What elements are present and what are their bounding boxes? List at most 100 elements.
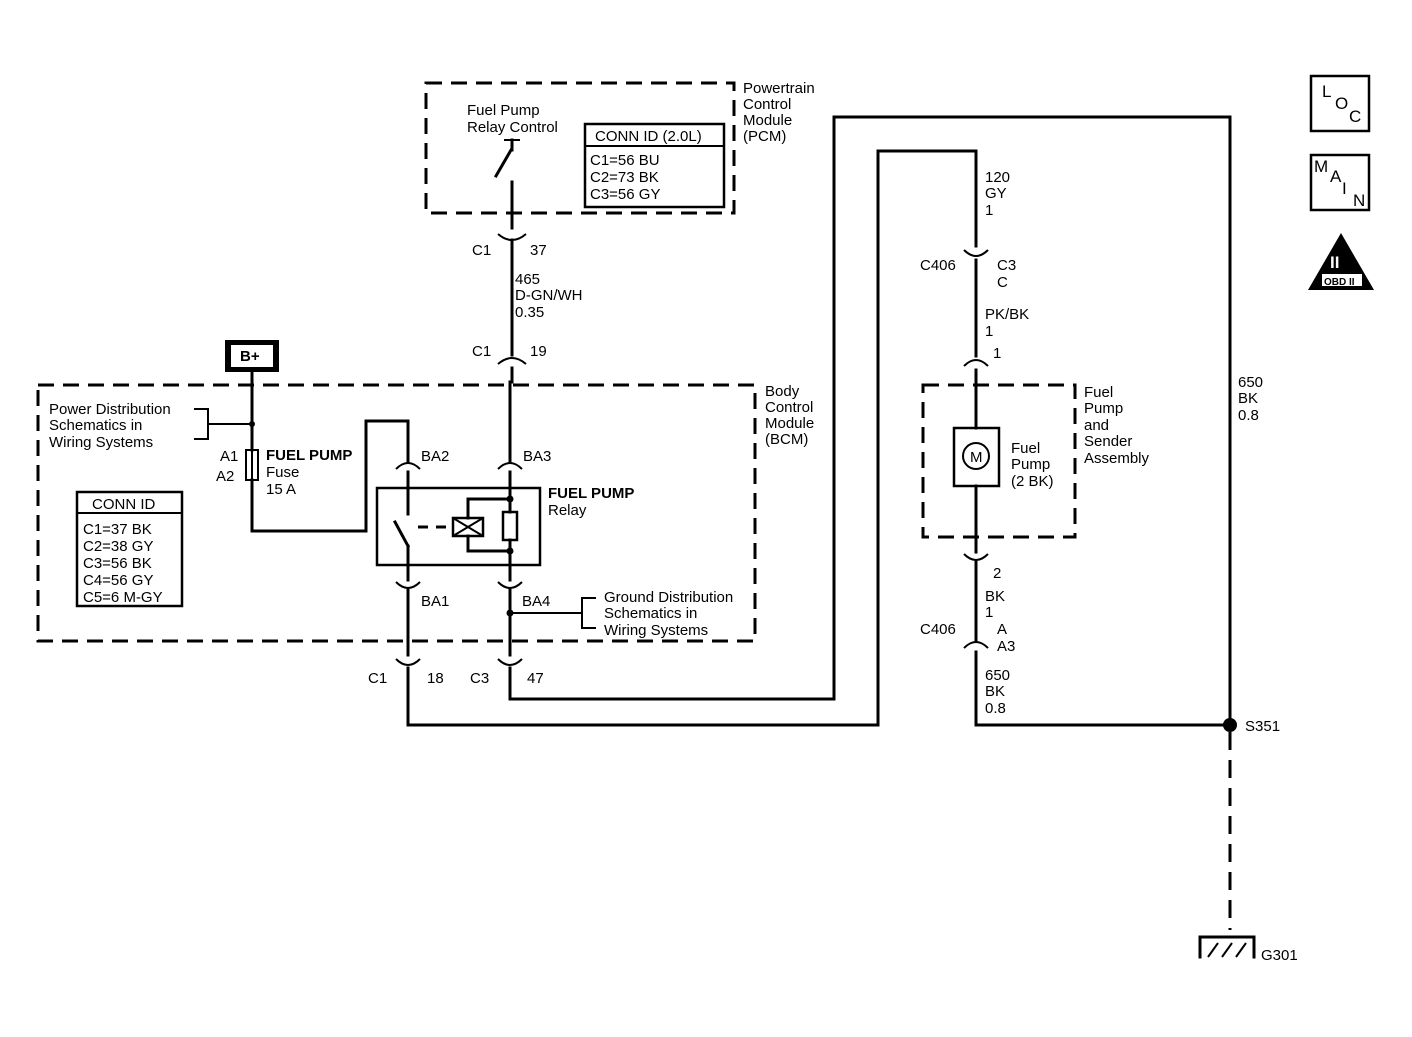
svg-text:CONN ID (2.0L): CONN ID (2.0L) [595,128,702,145]
pcm-name: Powertrain Control Module (PCM) [743,80,815,145]
svg-text:120: 120 [985,169,1010,186]
svg-text:19: 19 [530,343,547,360]
wire-c1-18-pump [406,149,978,727]
fuel-pump-assembly-name: Fuel Pump and Sender Assembly [1084,384,1150,467]
svg-text:BA2: BA2 [421,448,449,465]
svg-text:18: 18 [427,670,444,687]
svg-text:PK/BK: PK/BK [985,306,1029,323]
svg-text:Control: Control [743,96,791,113]
svg-text:BA1: BA1 [421,593,449,610]
svg-text:1: 1 [985,604,993,621]
splice-s351: S351 [1223,718,1280,735]
pin-ba2: BA2 [395,448,449,470]
pin-pump-2: 2 [963,553,1001,582]
wire-465-label: 465 D-GN/WH 0.35 [515,271,583,321]
svg-text:1: 1 [985,323,993,340]
svg-text:650: 650 [985,667,1010,684]
ground-g301: G301 [1198,935,1298,964]
wire-bk-label: BK 1 [985,588,1005,621]
connector-c1-37: C1 37 [472,233,547,259]
svg-text:Control: Control [765,399,813,416]
svg-text:C3: C3 [470,670,489,687]
svg-text:A: A [997,621,1007,638]
wire-120-label: 120 GY 1 [985,169,1010,219]
svg-text:FUEL PUMP: FUEL PUMP [266,447,352,464]
loc-icon[interactable]: L O C [1309,74,1371,133]
svg-text:FUEL PUMP: FUEL PUMP [548,485,634,502]
obd-ii-icon[interactable]: II OBD II [1308,233,1374,290]
svg-text:C2=38 GY: C2=38 GY [83,538,153,555]
svg-text:M: M [1314,157,1328,176]
ground-distribution-ref: Ground Distribution Schematics in Wiring… [506,589,733,639]
bcm-boundary [36,383,757,643]
connector-c3-47: C3 47 [470,658,544,687]
fuel-pump-motor: M Fuel Pump (2 BK) [952,426,1054,490]
svg-text:Module: Module [765,415,814,432]
svg-text:BK: BK [985,683,1005,700]
svg-text:Body: Body [765,383,800,400]
fuel-pump-relay: FUEL PUMP Relay [375,485,634,567]
svg-text:Ground Distribution: Ground Distribution [604,589,733,606]
svg-text:G301: G301 [1261,947,1298,964]
svg-text:S351: S351 [1245,718,1280,735]
svg-text:0.35: 0.35 [515,304,544,321]
svg-text:C1=56 BU: C1=56 BU [590,152,660,169]
svg-text:Fuel: Fuel [1011,440,1040,457]
svg-text:Schematics in: Schematics in [604,605,697,622]
svg-text:0.8: 0.8 [985,700,1006,717]
svg-text:BK: BK [985,588,1005,605]
main-icon[interactable]: M A I N [1309,153,1371,212]
bcm-conn-id-box: CONN ID C1=37 BK C2=38 GY C3=56 BK C4=56… [75,490,184,608]
svg-text:(BCM): (BCM) [765,431,808,448]
svg-text:(2 BK): (2 BK) [1011,473,1054,490]
connector-c1-18: C1 18 [368,658,444,687]
svg-text:37: 37 [530,242,547,259]
svg-text:II: II [1330,253,1339,272]
svg-text:C406: C406 [920,621,956,638]
svg-text:CONN ID: CONN ID [92,496,156,513]
svg-text:Fuse: Fuse [266,464,299,481]
svg-text:Schematics in: Schematics in [49,417,142,434]
pin-pump-1: 1 [963,345,1001,367]
svg-text:Powertrain: Powertrain [743,80,815,97]
svg-text:47: 47 [527,670,544,687]
svg-text:C3: C3 [997,257,1016,274]
svg-text:BA4: BA4 [522,593,550,610]
svg-text:2: 2 [993,565,1001,582]
svg-text:Wiring Systems: Wiring Systems [604,622,708,639]
svg-text:A1: A1 [220,448,238,465]
pin-ba1: BA1 [395,581,449,610]
svg-text:Sender: Sender [1084,433,1132,450]
pin-ba4: BA4 [497,581,550,610]
wire-650-bottom-label: 650 BK 0.8 [985,667,1010,717]
svg-text:0.8: 0.8 [1238,407,1259,424]
wire-c3-47-ground [508,115,1232,728]
connector-c406-c3: C406 C3 C [920,249,1016,291]
svg-text:B+: B+ [240,348,260,365]
connector-c406-a: C406 A A3 [920,621,1015,655]
svg-text:Fuel: Fuel [1084,384,1113,401]
pcm-relay-control-label: Fuel Pump [467,102,540,119]
wire-650-ground-label: 650 BK 0.8 [1238,374,1263,424]
svg-text:C2=73 BK: C2=73 BK [590,169,659,186]
svg-text:I: I [1342,179,1347,198]
svg-text:Assembly: Assembly [1084,450,1150,467]
pcm-conn-id-box: CONN ID (2.0L) C1=56 BU C2=73 BK C3=56 G… [583,122,726,209]
pcm-relay-control-label-2: Relay Control [467,119,558,136]
svg-text:C406: C406 [920,257,956,274]
svg-text:Module: Module [743,112,792,129]
svg-text:A3: A3 [997,638,1015,655]
svg-text:BK: BK [1238,390,1258,407]
svg-text:GY: GY [985,185,1007,202]
svg-text:N: N [1353,191,1365,210]
svg-text:A2: A2 [216,468,234,485]
svg-text:C: C [1349,107,1361,126]
battery-positive-box: B+ [225,340,279,372]
svg-text:C: C [997,274,1008,291]
svg-text:465: 465 [515,271,540,288]
svg-text:C1=37 BK: C1=37 BK [83,521,152,538]
power-distribution-ref: Power Distribution Schematics in Wiring … [49,401,255,451]
svg-text:Wiring Systems: Wiring Systems [49,434,153,451]
pcm-boundary [424,81,736,215]
svg-text:M: M [970,449,983,466]
